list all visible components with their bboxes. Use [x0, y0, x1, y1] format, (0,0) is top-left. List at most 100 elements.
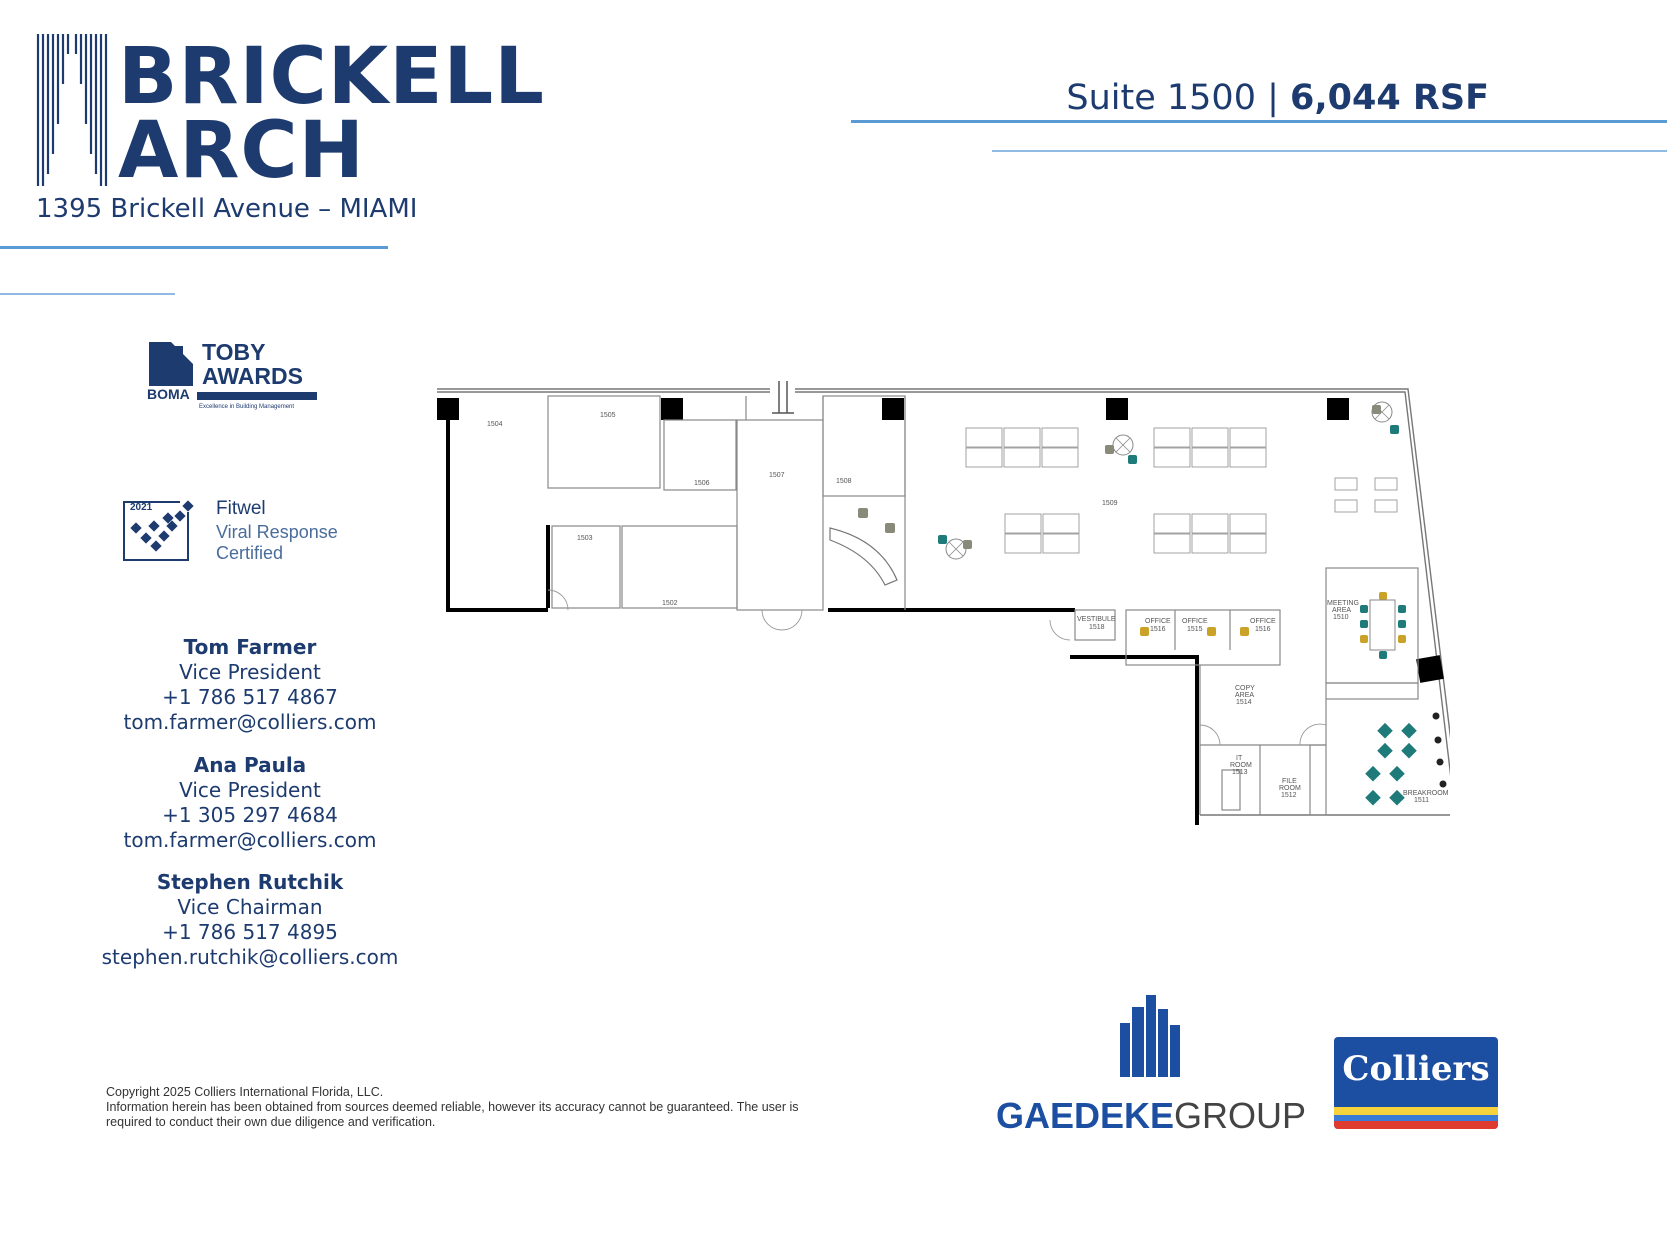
arch-icon — [36, 34, 108, 186]
workstation-desk — [1041, 427, 1079, 448]
copyright-text: Copyright 2025 Colliers International Fl… — [106, 1085, 384, 1099]
disclaimer-text: Information herein has been obtained fro… — [106, 1100, 799, 1114]
divider — [0, 246, 388, 249]
room-number-office: 1516 — [1255, 626, 1271, 633]
room-number-copy: 1514 — [1236, 699, 1252, 706]
suite-heading: Suite 1500 | 6,044 RSF — [1066, 78, 1489, 118]
workstation-desk — [1374, 477, 1398, 491]
room-label-1508: 1508 — [836, 478, 852, 485]
disclaimer-text: required to conduct their own due dilige… — [106, 1115, 436, 1129]
colliers-logo-text: Colliers — [1342, 1049, 1490, 1089]
workstation-desk — [965, 447, 1003, 468]
contact-card: Stephen Rutchik Vice Chairman +1 786 517… — [100, 870, 400, 970]
workstation-desk — [1004, 533, 1042, 554]
toby-text-2: AWARDS — [202, 363, 303, 389]
room-label-it: IT — [1236, 755, 1243, 762]
workstation-desk — [1153, 447, 1191, 468]
divider — [0, 293, 175, 295]
workstation-desk — [1004, 513, 1042, 534]
contact-phone[interactable]: +1 786 517 4895 — [162, 920, 338, 944]
building-address: 1395 Brickell Avenue – MIAMI — [36, 194, 418, 224]
workstation-desk — [1153, 513, 1191, 534]
room-label-file: FILE — [1282, 778, 1297, 785]
contact-phone[interactable]: +1 786 517 4867 — [162, 685, 338, 709]
contact-name: Tom Farmer — [183, 635, 317, 659]
divider — [992, 150, 1667, 152]
fitwel-year: 2021 — [130, 502, 153, 513]
workstation-desk — [1191, 533, 1229, 554]
room-number-meeting: 1510 — [1333, 614, 1349, 621]
room-label-copy: COPY — [1235, 685, 1255, 692]
gaedeke-skyline-icon — [1120, 995, 1180, 1077]
contact-phone[interactable]: +1 305 297 4684 — [162, 803, 338, 827]
workstation-desk — [1042, 533, 1080, 554]
colliers-stripe-blue — [1334, 1115, 1498, 1121]
room-number-breakroom: 1511 — [1414, 797, 1429, 804]
room-number-it: 1513 — [1232, 769, 1248, 776]
room-label-1506: 1506 — [694, 480, 710, 487]
room-label-office: OFFICE — [1250, 618, 1276, 625]
room-label-office: OFFICE — [1145, 618, 1171, 625]
room-label-1504: 1504 — [487, 421, 503, 428]
contact-email[interactable]: tom.farmer@colliers.com — [123, 710, 377, 734]
gaedeke-logo-bold: GAEDEKE — [996, 1095, 1175, 1136]
room-label-meeting: AREA — [1332, 607, 1351, 614]
fitwel-check-icon — [123, 494, 204, 561]
room-label-1502: 1502 — [662, 600, 678, 607]
contact-card: Ana Paula Vice President +1 305 297 4684… — [100, 753, 400, 853]
contact-email[interactable]: tom.farmer@colliers.com — [123, 828, 377, 852]
workstation-desk — [1334, 499, 1358, 513]
contact-title: Vice President — [179, 660, 321, 684]
room-number-file: 1512 — [1281, 792, 1297, 799]
toby-rule — [197, 392, 317, 400]
room-label-1503: 1503 — [577, 535, 593, 542]
toby-tagline: Excellence in Building Management — [199, 404, 295, 410]
fitwel-line3: Certified — [216, 543, 284, 563]
room-label-it: ROOM — [1230, 762, 1252, 769]
boma-text: BOMA — [147, 386, 190, 402]
room-label-1505: 1505 — [600, 412, 616, 419]
workstation-desk — [1334, 477, 1358, 491]
floor-plan: 1504 1505 1506 1507 1508 1503 1502 1509 … — [437, 381, 1450, 825]
room-label-breakroom: BREAKROOM — [1403, 790, 1449, 797]
workstation-desk — [1229, 427, 1267, 448]
gaedeke-logo-light: GROUP — [1174, 1095, 1307, 1136]
room-label-meeting: MEETING — [1327, 600, 1359, 607]
workstation-desk — [1191, 427, 1229, 448]
colliers-stripe-red — [1334, 1121, 1498, 1129]
contact-title: Vice Chairman — [177, 895, 323, 919]
room-label-file: ROOM — [1279, 785, 1301, 792]
workstation-desk — [965, 427, 1003, 448]
boma-icon — [149, 342, 193, 386]
room-label-1509: 1509 — [1102, 500, 1118, 507]
room-label-office: OFFICE — [1182, 618, 1208, 625]
colliers-logo: Colliers — [1334, 1037, 1498, 1129]
contact-card: Tom Farmer Vice President +1 786 517 486… — [100, 635, 400, 735]
room-label-copy: AREA — [1235, 692, 1254, 699]
divider — [851, 120, 1667, 123]
room-number-office: 1515 — [1187, 626, 1203, 633]
room-label-vestibule: VESTIBULE — [1077, 616, 1116, 623]
workstation-desk — [1229, 513, 1267, 534]
contact-email[interactable]: stephen.rutchik@colliers.com — [101, 945, 399, 969]
suite-label: Suite 1500 | — [1066, 78, 1279, 118]
brand-logo — [36, 34, 108, 186]
workstation-desk — [1191, 447, 1229, 468]
workstation-desk — [1191, 513, 1229, 534]
workstation-desk — [1153, 533, 1191, 554]
colliers-stripe-yellow — [1334, 1107, 1498, 1115]
fitwel-name: Fitwel — [216, 498, 266, 519]
contact-name: Ana Paula — [193, 753, 307, 777]
workstation-desk — [1374, 499, 1398, 513]
toby-awards-badge: BOMA TOBY AWARDS Excellence in Building … — [147, 340, 322, 415]
workstation-desk — [1153, 427, 1191, 448]
room-label-1507: 1507 — [769, 472, 785, 479]
workstation-desk — [1229, 533, 1267, 554]
workstation-desk — [1042, 513, 1080, 534]
fitwel-badge: 2021 Fitwel Viral Response Certified — [120, 494, 350, 566]
suite-area: 6,044 RSF — [1290, 78, 1489, 118]
brand-name-line2: ARCH — [118, 106, 365, 196]
brand-name-line1: BRICKELL — [118, 32, 545, 122]
contact-title: Vice President — [179, 778, 321, 802]
workstation-desk — [1003, 427, 1041, 448]
